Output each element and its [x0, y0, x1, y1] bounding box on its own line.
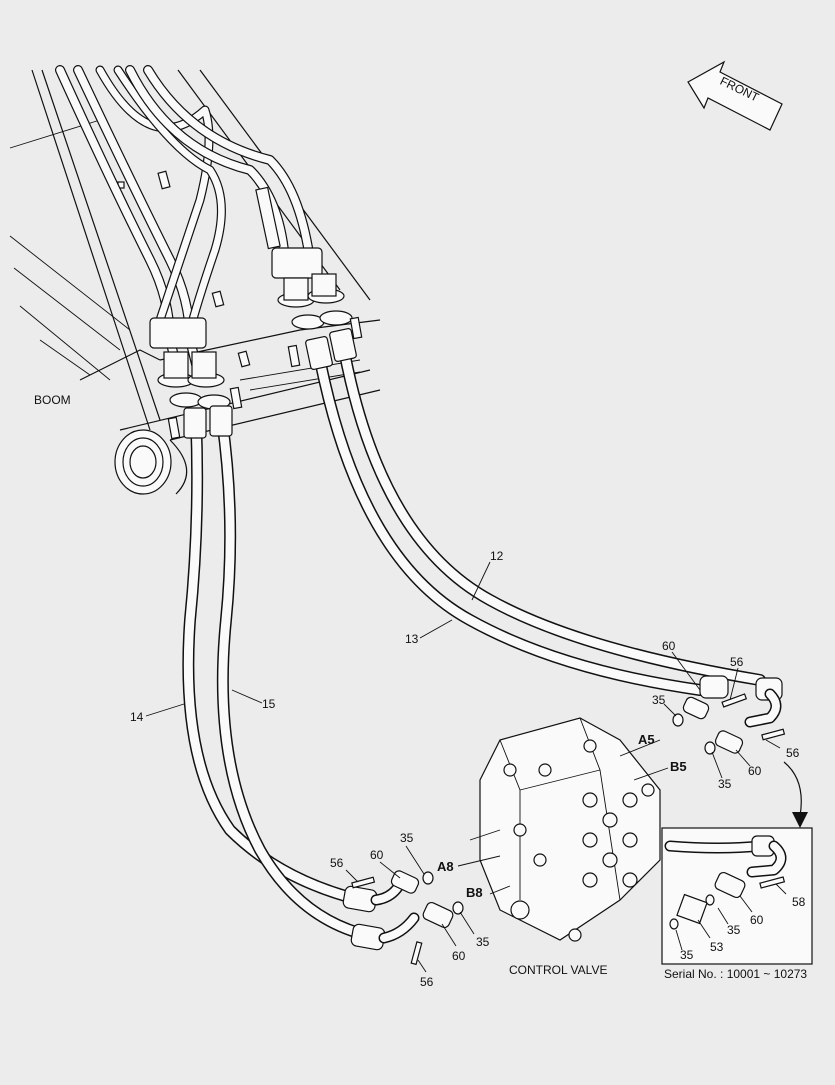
left-boom-pipes [55, 65, 243, 440]
boom-label: BOOM [34, 393, 71, 407]
callout-56-top: 56 [730, 655, 744, 669]
callout-35-left: 35 [400, 831, 414, 845]
callout-58-inset: 58 [792, 895, 806, 909]
front-arrow: FRONT [687, 60, 783, 131]
leader-lines [145, 561, 781, 973]
fittings [351, 693, 786, 966]
hose-12-13 [305, 327, 783, 728]
inset-detail: 58 60 35 53 35 [661, 827, 813, 965]
callout-53-inset: 53 [710, 940, 724, 954]
right-boom-pipes [125, 65, 363, 368]
serial-number-label: Serial No. : 10001 ~ 10273 [664, 967, 807, 981]
control-valve: CONTROL VALVE [457, 717, 669, 977]
callout-60-inset: 60 [750, 913, 764, 927]
callout-35-inset-a: 35 [727, 923, 741, 937]
callout-35-lower: 35 [476, 935, 490, 949]
callout-13: 13 [405, 632, 419, 646]
inset-pointer-arrow [783, 761, 808, 828]
callout-14: 14 [130, 710, 144, 724]
control-valve-label: CONTROL VALVE [509, 963, 607, 977]
callout-12: 12 [490, 549, 504, 563]
port-a8-label: A8 [437, 859, 454, 874]
port-b8-label: B8 [466, 885, 483, 900]
callout-60-top: 60 [662, 639, 676, 653]
callout-35-right: 35 [718, 777, 732, 791]
boom-structure: BOOM [9, 69, 381, 495]
callout-35-inset-b: 35 [680, 948, 694, 962]
valve-spools [503, 739, 655, 942]
callout-56-right: 56 [786, 746, 800, 760]
hose-14-15 [182, 405, 420, 951]
callout-60-right: 60 [748, 764, 762, 778]
callout-35-top: 35 [652, 693, 666, 707]
port-a5-label: A5 [638, 732, 655, 747]
port-b5-label: B5 [670, 759, 687, 774]
callout-60-left: 60 [370, 848, 384, 862]
callout-56-left: 56 [330, 856, 344, 870]
callout-15: 15 [262, 697, 276, 711]
callout-60-lower: 60 [452, 949, 466, 963]
callouts: 12 13 14 15 60 56 35 56 35 60 35 56 60 3… [130, 549, 800, 989]
callout-56-lower: 56 [420, 975, 434, 989]
